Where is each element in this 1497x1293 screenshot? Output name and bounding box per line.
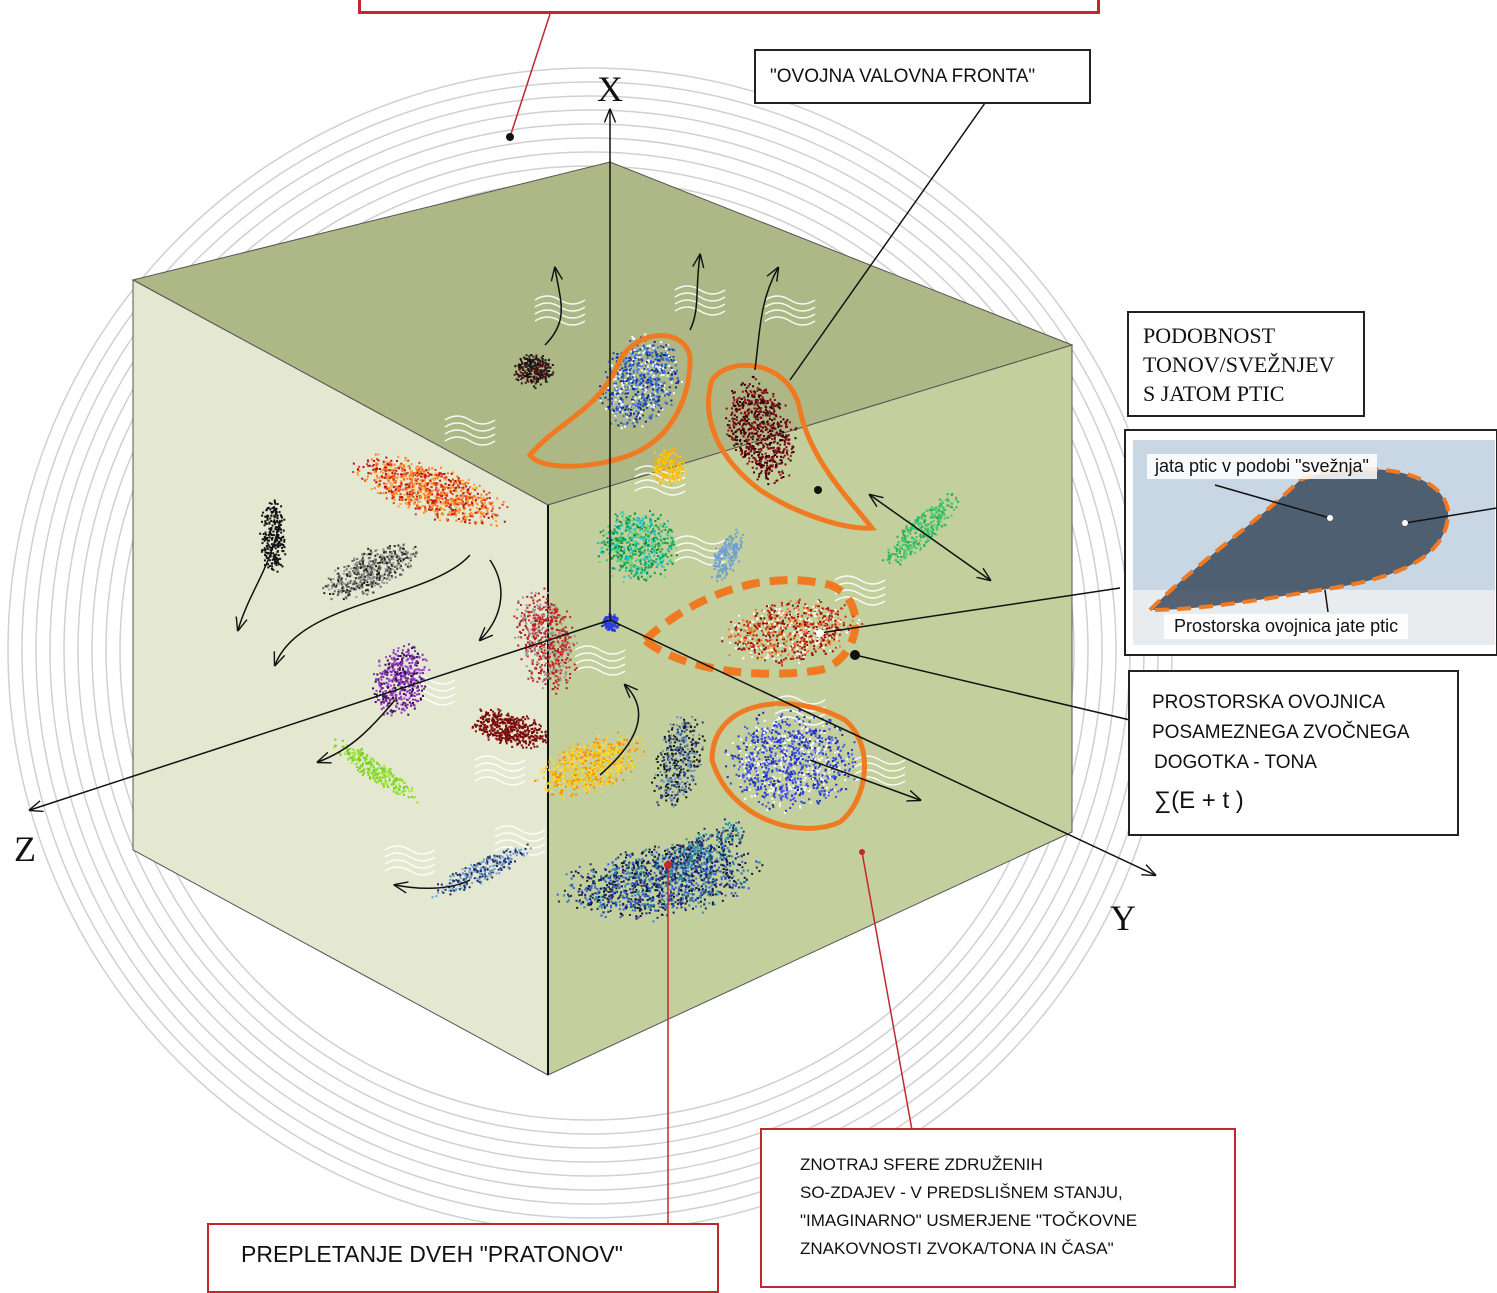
sphere-callout: ZNOTRAJ SFERE ZDRUŽENIH SO-ZDAJEV - V PR… [760,1128,1236,1288]
similarity-line-1: PODOBNOST [1143,321,1275,351]
similarity-line-2: TONOV/SVEŽNJEV [1143,350,1334,380]
photo-caption-top: jata ptic v podobi "svežnja" [1147,454,1377,479]
sphere-line-2: SO-ZDAJEV - V PREDSLIŠNEM STANJU, [800,1178,1123,1208]
sphere-line-3: "IMAGINARNO" USMERJENE "TOČKOVNE [800,1206,1137,1236]
similarity-line-3: S JATOM PTIC [1143,379,1284,409]
intertwining-label: PREPLETANJE DVEH "PRATONOV" [241,1239,623,1269]
sphere-line-1: ZNOTRAJ SFERE ZDRUŽENIH [800,1150,1043,1180]
wavefront-label: "OVOJNA VALOVNA FRONTA" [770,62,1035,92]
axis-y-label: Y [1110,897,1136,939]
axis-x-label: X [597,68,623,110]
formula: ∑(E + t ) [1154,786,1244,816]
photo-caption-bottom: Prostorska ovojnica jate ptic [1164,614,1408,639]
leader-top-red [510,14,550,137]
axis-z-label: Z [14,828,36,870]
envelope-callout: PROSTORSKA OVOJNICA POSAMEZNEGA ZVOČNEGA… [1128,670,1459,836]
envelope-line-2: POSAMEZNEGA ZVOČNEGA [1152,718,1410,748]
similarity-callout: PODOBNOST TONOV/SVEŽNJEV S JATOM PTIC [1127,311,1365,417]
top-callout-box [358,0,1100,14]
envelope-line-1: PROSTORSKA OVOJNICA [1152,688,1385,718]
intertwining-callout: PREPLETANJE DVEH "PRATONOV" [207,1223,719,1293]
wavefront-callout: "OVOJNA VALOVNA FRONTA" [754,49,1091,104]
sphere-line-4: ZNAKOVNOSTI ZVOKA/TONA IN ČASA" [800,1234,1114,1264]
envelope-line-3: DOGOTKA - TONA [1154,748,1317,778]
